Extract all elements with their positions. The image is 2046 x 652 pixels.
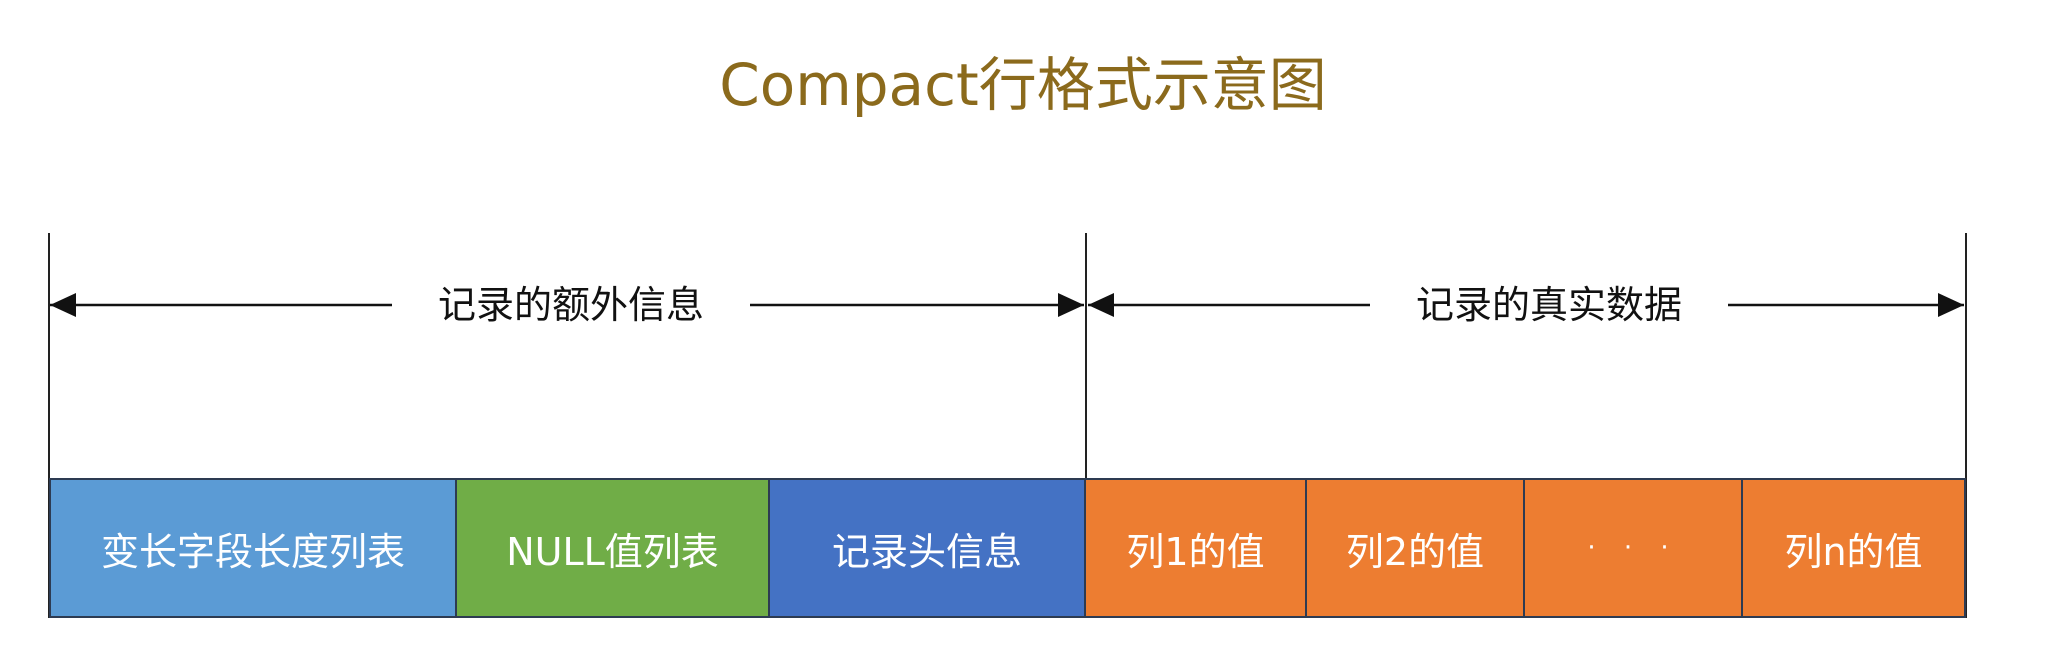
compact-row-blocks: 变长字段长度列表 NULL值列表 记录头信息 列1的值 列2的值 · · · 列… [49, 478, 1966, 618]
real-data-arrow-right-head [1938, 293, 1964, 317]
block-column-1-value: 列1的值 [1084, 478, 1307, 618]
block-variable-length-list: 变长字段长度列表 [49, 478, 457, 618]
extra-info-arrow-right-head [1058, 293, 1084, 317]
boundary-line-right [1965, 233, 1967, 618]
extra-info-label: 记录的额外信息 [392, 270, 750, 340]
real-data-arrow-left-head [1088, 293, 1114, 317]
block-column-n-value: 列n的值 [1741, 478, 1966, 618]
block-null-list: NULL值列表 [455, 478, 770, 618]
real-data-label: 记录的真实数据 [1370, 270, 1728, 340]
boundary-line-middle [1085, 233, 1087, 618]
block-ellipsis: · · · [1523, 478, 1743, 618]
extra-info-arrow-left-head [50, 293, 76, 317]
diagram-title: Compact行格式示意图 [719, 51, 1327, 119]
block-record-header: 记录头信息 [768, 478, 1086, 618]
block-column-2-value: 列2的值 [1305, 478, 1525, 618]
boundary-line-left [48, 233, 50, 618]
